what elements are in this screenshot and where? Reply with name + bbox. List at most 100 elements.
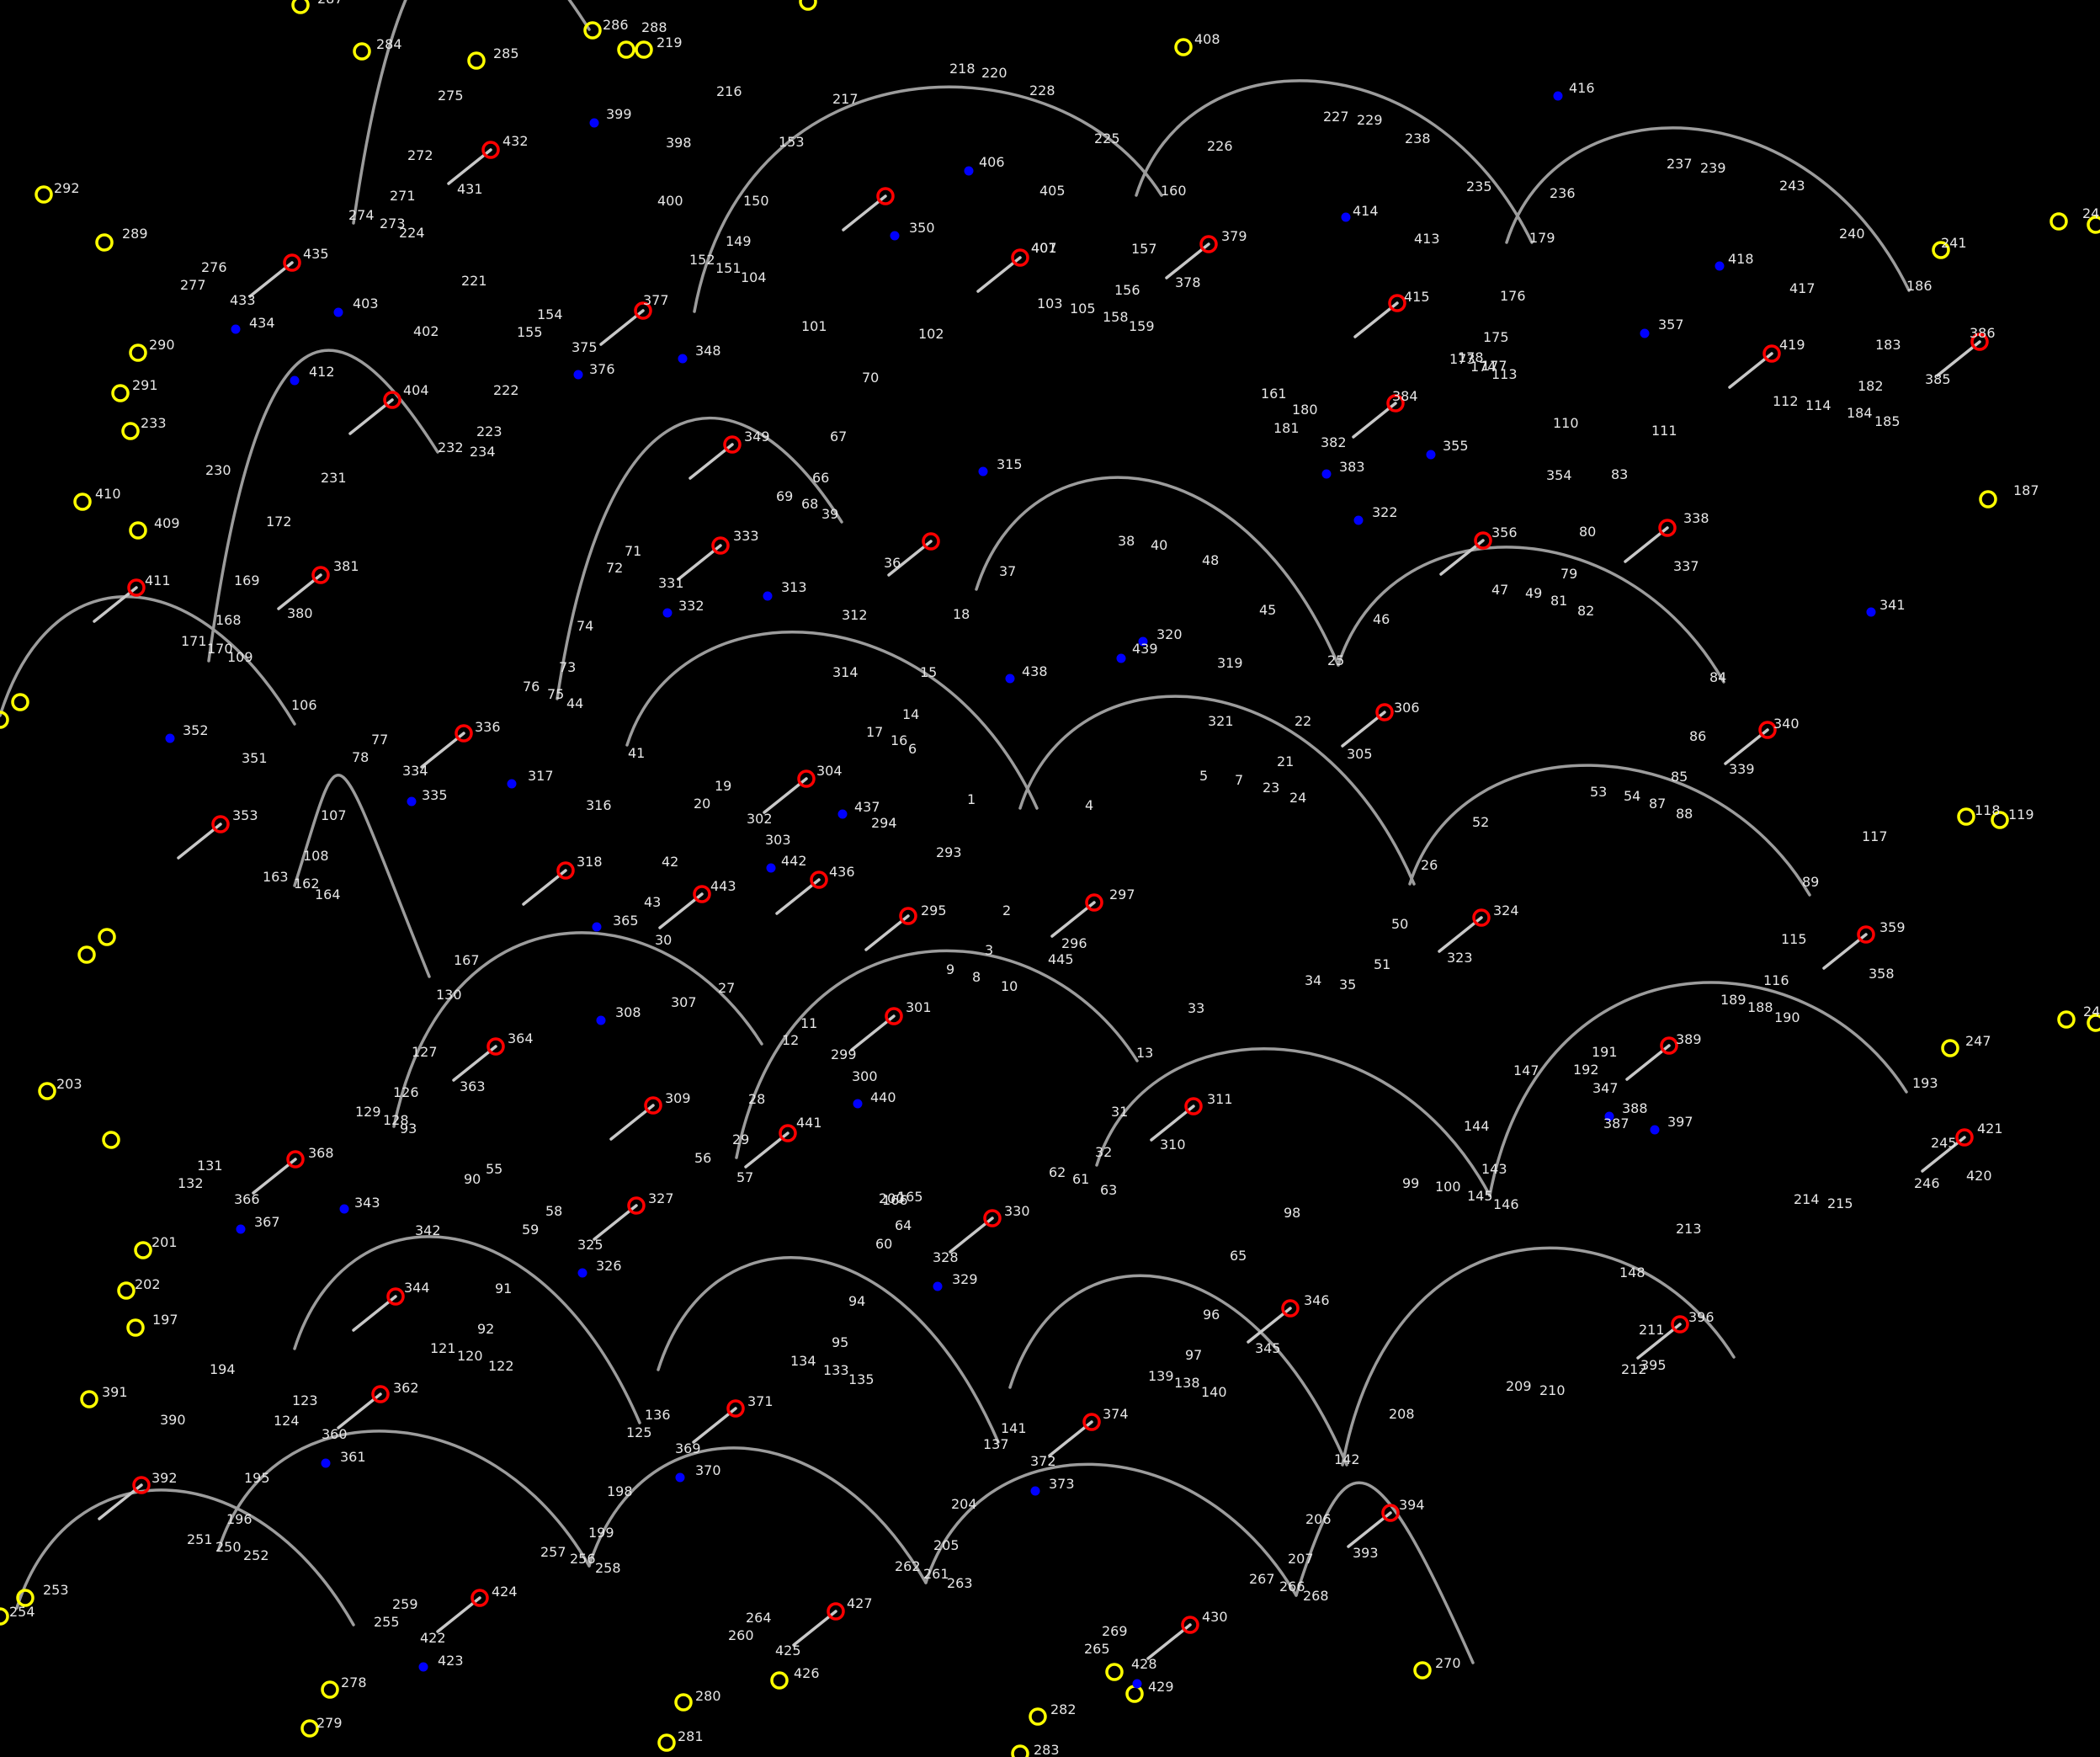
node-label: 24 xyxy=(1289,790,1306,806)
yellow-node xyxy=(16,1589,35,1607)
node-label: 327 xyxy=(648,1190,674,1206)
node-label: 296 xyxy=(1061,935,1087,951)
node-label: 115 xyxy=(1781,931,1807,947)
node-label: 215 xyxy=(1827,1195,1853,1211)
node-label: 403 xyxy=(353,295,379,311)
node-label: 242 xyxy=(2082,205,2100,221)
node-label: 355 xyxy=(1443,438,1469,454)
node-label: 330 xyxy=(1004,1203,1030,1219)
node-label: 185 xyxy=(1874,413,1901,429)
yellow-node xyxy=(1011,1744,1029,1757)
node-label: 138 xyxy=(1174,1375,1200,1391)
node-label: 80 xyxy=(1579,524,1596,540)
node-label: 427 xyxy=(847,1595,873,1611)
graph-edge xyxy=(1008,1274,1348,1467)
node-label: 317 xyxy=(528,768,554,784)
red-node xyxy=(644,1096,662,1115)
node-label: 237 xyxy=(1667,156,1693,172)
node-label: 264 xyxy=(746,1610,772,1626)
node-label: 254 xyxy=(9,1604,35,1620)
red-node xyxy=(1472,908,1491,927)
node-label: 301 xyxy=(906,999,932,1015)
node-label: 291 xyxy=(132,377,158,393)
red-node xyxy=(1082,1413,1101,1431)
graph-edge xyxy=(1295,1481,1475,1664)
red-node xyxy=(1762,344,1781,363)
node-label: 4 xyxy=(1085,797,1093,813)
node-label: 12 xyxy=(782,1032,799,1048)
node-label: 166 xyxy=(882,1192,908,1208)
node-label: 124 xyxy=(274,1413,300,1429)
red-node xyxy=(726,1399,745,1418)
node-label: 169 xyxy=(234,572,260,588)
node-label: 146 xyxy=(1493,1196,1519,1212)
node-label: 100 xyxy=(1435,1179,1461,1195)
yellow-node xyxy=(1957,807,1975,826)
node-label: 14 xyxy=(902,706,919,722)
node-label: 152 xyxy=(689,252,715,268)
node-label: 295 xyxy=(921,902,947,918)
red-node xyxy=(797,769,816,788)
node-label: 384 xyxy=(1392,388,1418,404)
node-label: 275 xyxy=(438,88,464,104)
node-label: 70 xyxy=(862,370,879,386)
node-label: 430 xyxy=(1202,1609,1228,1625)
node-label: 359 xyxy=(1879,919,1906,935)
node-label: 163 xyxy=(263,869,289,885)
graph-edge xyxy=(1408,764,1811,897)
node-label: 341 xyxy=(1879,597,1906,613)
node-label: 203 xyxy=(56,1076,82,1092)
node-label: 394 xyxy=(1399,1497,1425,1513)
node-label: 431 xyxy=(457,181,483,197)
node-label: 273 xyxy=(380,216,406,232)
node-label: 65 xyxy=(1230,1248,1247,1264)
blue-node xyxy=(1715,261,1725,271)
yellow-node xyxy=(1991,811,2009,829)
node-label: 241 xyxy=(1941,235,1967,251)
node-label: 405 xyxy=(1039,183,1066,199)
blue-node xyxy=(596,1015,606,1025)
red-node xyxy=(779,1124,797,1142)
node-label: 253 xyxy=(43,1582,69,1598)
red-node xyxy=(711,536,730,555)
red-node xyxy=(1388,294,1406,312)
red-node xyxy=(127,578,146,597)
graph-edge xyxy=(0,595,296,726)
node-label: 141 xyxy=(1001,1420,1027,1436)
node-label: 23 xyxy=(1263,780,1279,796)
red-node xyxy=(1181,1616,1199,1634)
node-label: 201 xyxy=(152,1234,178,1250)
blue-node xyxy=(1553,91,1563,101)
node-label: 306 xyxy=(1394,700,1420,716)
node-label: 304 xyxy=(816,763,843,779)
node-label: 192 xyxy=(1573,1062,1599,1078)
node-label: 320 xyxy=(1156,626,1183,642)
node-label: 52 xyxy=(1472,814,1489,830)
node-label: 308 xyxy=(615,1004,641,1020)
node-label: 326 xyxy=(596,1258,622,1274)
graph-edge xyxy=(657,1256,1000,1444)
red-node xyxy=(386,1287,405,1306)
red-node xyxy=(1375,703,1394,721)
node-label: 110 xyxy=(1553,415,1579,431)
node-label: 9 xyxy=(946,961,954,977)
node-label: 107 xyxy=(321,807,347,823)
node-label: 44 xyxy=(566,695,583,711)
node-label: 356 xyxy=(1491,524,1518,540)
node-label: 209 xyxy=(1506,1378,1532,1394)
node-label: 149 xyxy=(726,233,752,249)
node-label: 334 xyxy=(402,763,428,779)
node-label: 53 xyxy=(1590,784,1607,800)
node-label: 193 xyxy=(1912,1075,1938,1091)
node-label: 109 xyxy=(227,649,253,665)
node-label: 269 xyxy=(1102,1623,1128,1639)
node-label: 383 xyxy=(1339,459,1365,475)
yellow-node xyxy=(2087,1014,2100,1032)
node-label: 319 xyxy=(1217,655,1243,671)
node-label: 325 xyxy=(577,1237,603,1253)
graph-edge xyxy=(392,931,763,1128)
yellow-node xyxy=(1979,490,1997,508)
yellow-node xyxy=(657,1733,676,1752)
node-label: 240 xyxy=(1839,226,1865,242)
node-label: 314 xyxy=(832,664,859,680)
